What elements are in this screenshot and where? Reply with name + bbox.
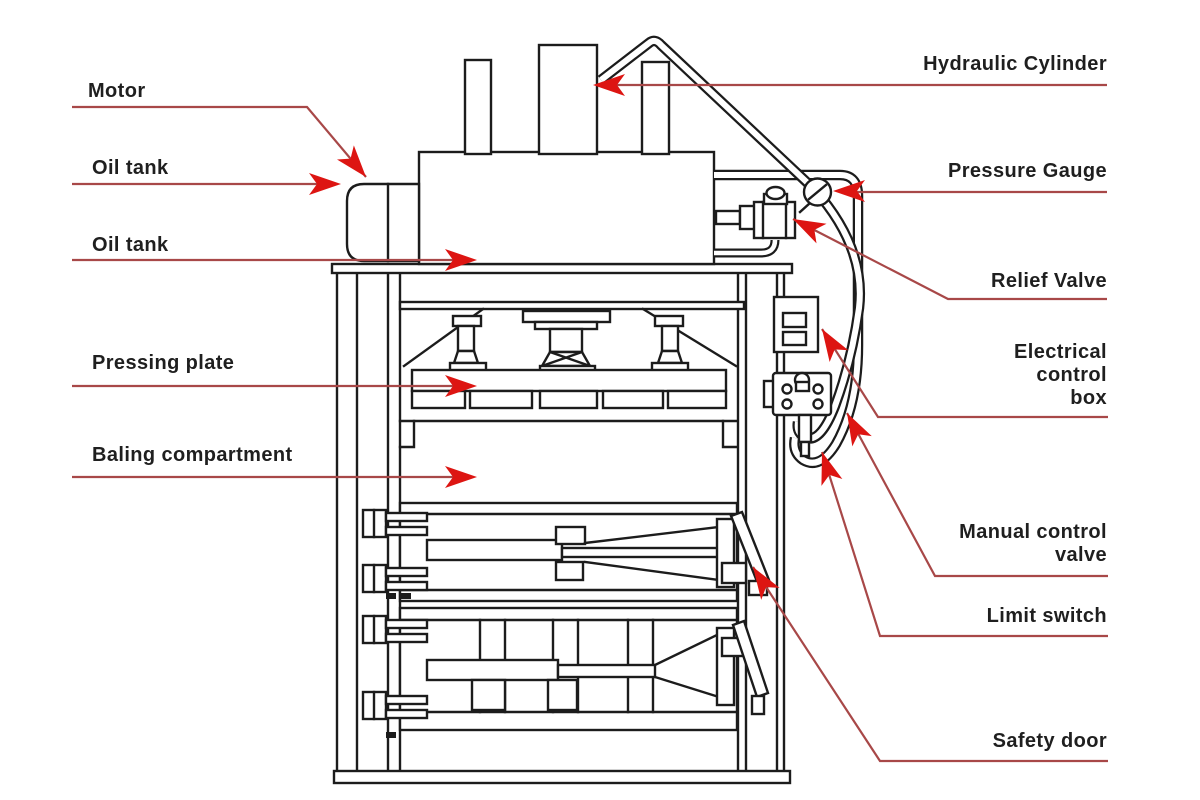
label-pressure-gauge: Pressure Gauge [947,160,1107,182]
label-oil-tank-upper: Oil tank [92,157,169,179]
baling-compartment-drawing [398,419,739,449]
label-limit-switch: Limit switch [986,605,1107,627]
label-oil-tank-lower: Oil tank [92,234,169,256]
label-electrical-control-box: Electrical control box [1014,341,1107,409]
leader-safety-door [752,566,1108,763]
arrow-pressure-gauge [833,180,865,202]
pressing-plate-assembly [398,300,746,410]
arrow-hydraulic-cylinder [593,74,625,96]
hydraulic-cylinder-body [537,43,599,156]
lower-door-latch-lever [731,619,770,699]
label-relief-valve: Relief Valve [991,270,1107,292]
arrow-limit-switch [821,452,843,486]
label-baling-compartment: Baling compartment [92,444,293,466]
arrow-electrical-control-box [822,329,849,362]
arrow-manual-control-valve [847,413,872,447]
arrow-oil-tank-lower [445,249,477,271]
motor-body [345,182,421,263]
oil-tank-and-motor [345,43,716,266]
electrical-control-box-drawing [772,295,820,354]
arrow-safety-door [753,567,780,600]
arrow-relief-valve [793,219,827,244]
gauge-needle [807,183,828,201]
leader-lines [72,83,1108,763]
upper-safety-door [361,501,771,603]
label-motor: Motor [88,80,146,102]
leader-relief-valve [792,218,1107,301]
lower-safety-door [361,606,770,738]
arrow-motor [337,145,366,177]
leader-limit-switch [820,451,1108,638]
pressure-gauge-drawing [798,177,833,214]
label-pressing-plate: Pressing plate [92,352,235,374]
label-safety-door: Safety door [992,730,1107,752]
base-plate [332,769,792,785]
arrowheads [309,74,872,600]
limit-switch-stem [797,413,813,444]
arrow-pressing-plate [445,375,477,397]
arrow-baling-compartment [445,466,477,488]
oil-tank-box [417,150,716,266]
leader-manual-control-valve [846,412,1108,578]
arrow-oil-tank-upper [309,173,341,195]
relief-valve-drawing [714,185,797,240]
leader-electrical-control-box [821,328,1108,419]
label-manual-control-valve: Manual control valve [959,521,1107,566]
label-hydraulic-cylinder: Hydraulic Cylinder [923,53,1107,75]
leader-motor [72,105,367,178]
manual-control-valve-drawing [762,371,833,458]
